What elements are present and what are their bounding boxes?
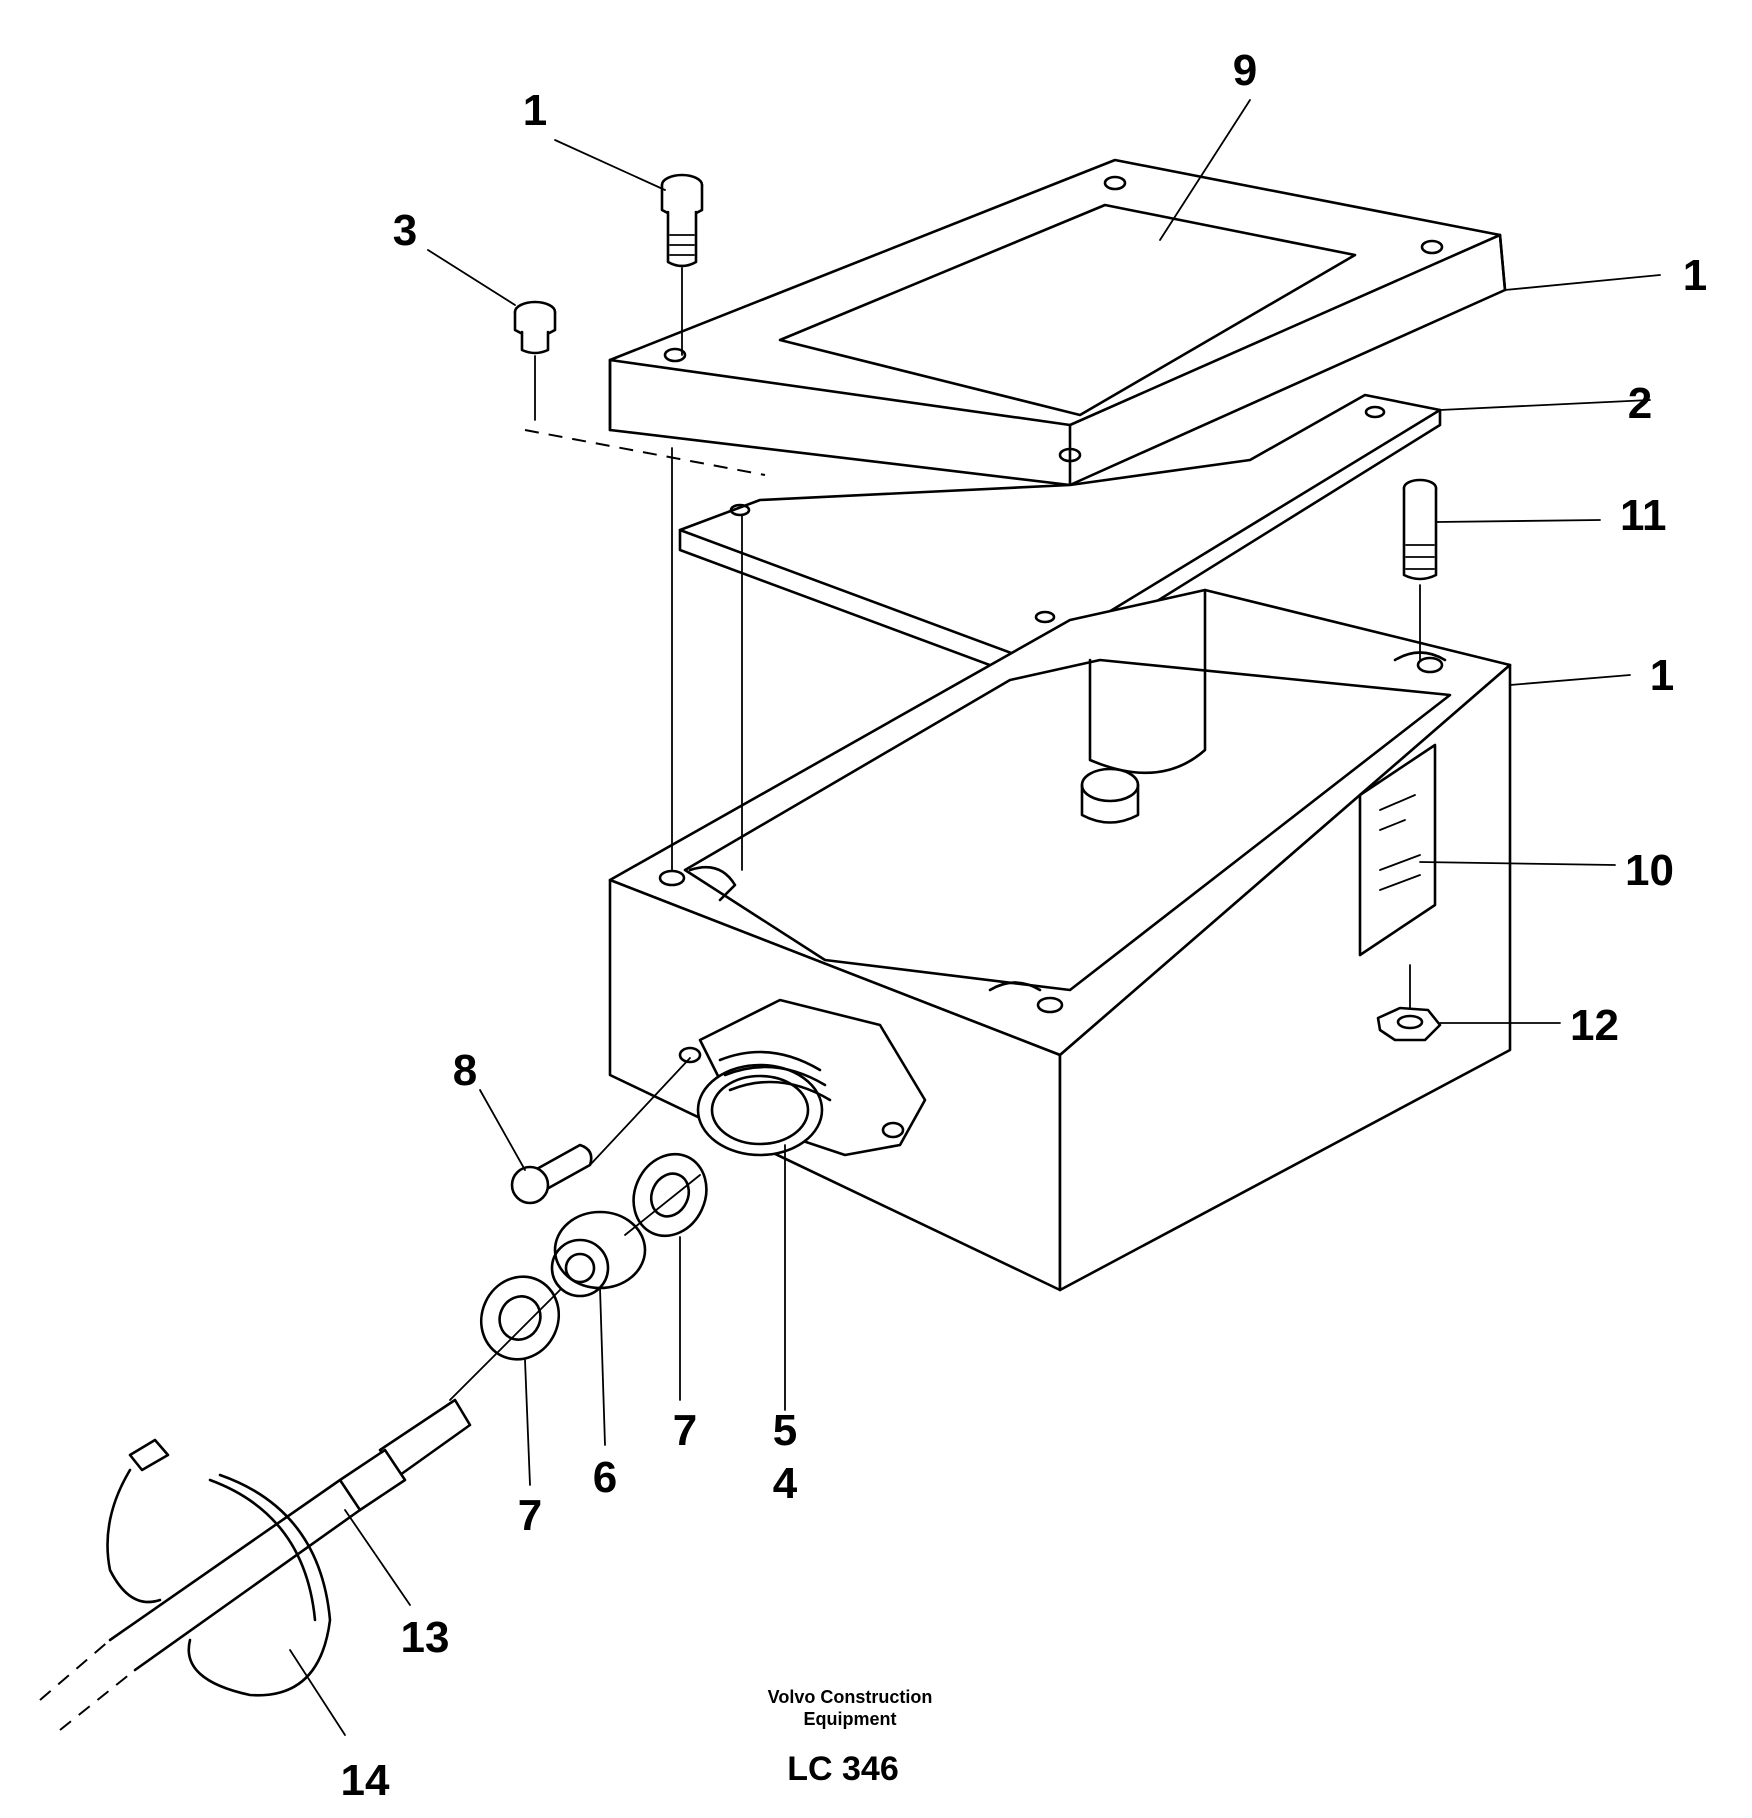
grommet-6 bbox=[550, 1210, 647, 1298]
company-name-line1: Volvo Construction bbox=[768, 1687, 933, 1707]
callout-7-right: 7 bbox=[673, 1406, 697, 1455]
callout-11: 11 bbox=[1620, 491, 1667, 540]
callout-2: 2 bbox=[1628, 379, 1652, 428]
lid-assembly bbox=[608, 158, 1507, 487]
callout-1-screw: 1 bbox=[523, 86, 547, 135]
callout-9: 9 bbox=[1233, 46, 1257, 95]
label-plate-9 bbox=[778, 203, 1357, 417]
callout-7-left: 7 bbox=[518, 1491, 542, 1540]
drawing-code: LC 346 bbox=[787, 1750, 899, 1788]
leader-lines bbox=[289, 99, 1661, 1736]
callout-14: 14 bbox=[341, 1756, 390, 1805]
nut-12 bbox=[1376, 1006, 1442, 1042]
cable-gland bbox=[678, 998, 927, 1157]
callout-13: 13 bbox=[401, 1613, 450, 1662]
callout-3: 3 bbox=[393, 206, 417, 255]
screw-1 bbox=[660, 173, 704, 268]
enclosure-box bbox=[608, 588, 1512, 1292]
callout-1-lid: 1 bbox=[1683, 251, 1707, 300]
screw-3 bbox=[513, 300, 557, 355]
callout-6: 6 bbox=[593, 1453, 617, 1502]
callout-10: 10 bbox=[1625, 846, 1674, 895]
screw-11 bbox=[1402, 478, 1438, 581]
callout-4: 4 bbox=[773, 1459, 798, 1508]
callout-labels: 1 9 3 1 2 11 1 10 12 8 5 4 7 6 7 13 14 bbox=[341, 46, 1708, 1805]
company-name-line2: Equipment bbox=[804, 1709, 897, 1729]
washer-7-left bbox=[479, 1275, 561, 1361]
rating-label-10 bbox=[1358, 743, 1437, 957]
callout-1-box: 1 bbox=[1650, 651, 1674, 700]
footer-block: Volvo Construction Equipment LC 346 bbox=[768, 1687, 933, 1788]
pin-8 bbox=[510, 1143, 593, 1205]
clip-14 bbox=[106, 1438, 332, 1697]
cable-13 bbox=[39, 1398, 472, 1731]
callout-5: 5 bbox=[773, 1406, 797, 1455]
washer-7-right bbox=[632, 1152, 708, 1238]
callout-12: 12 bbox=[1570, 1001, 1619, 1050]
callout-8: 8 bbox=[453, 1046, 477, 1095]
